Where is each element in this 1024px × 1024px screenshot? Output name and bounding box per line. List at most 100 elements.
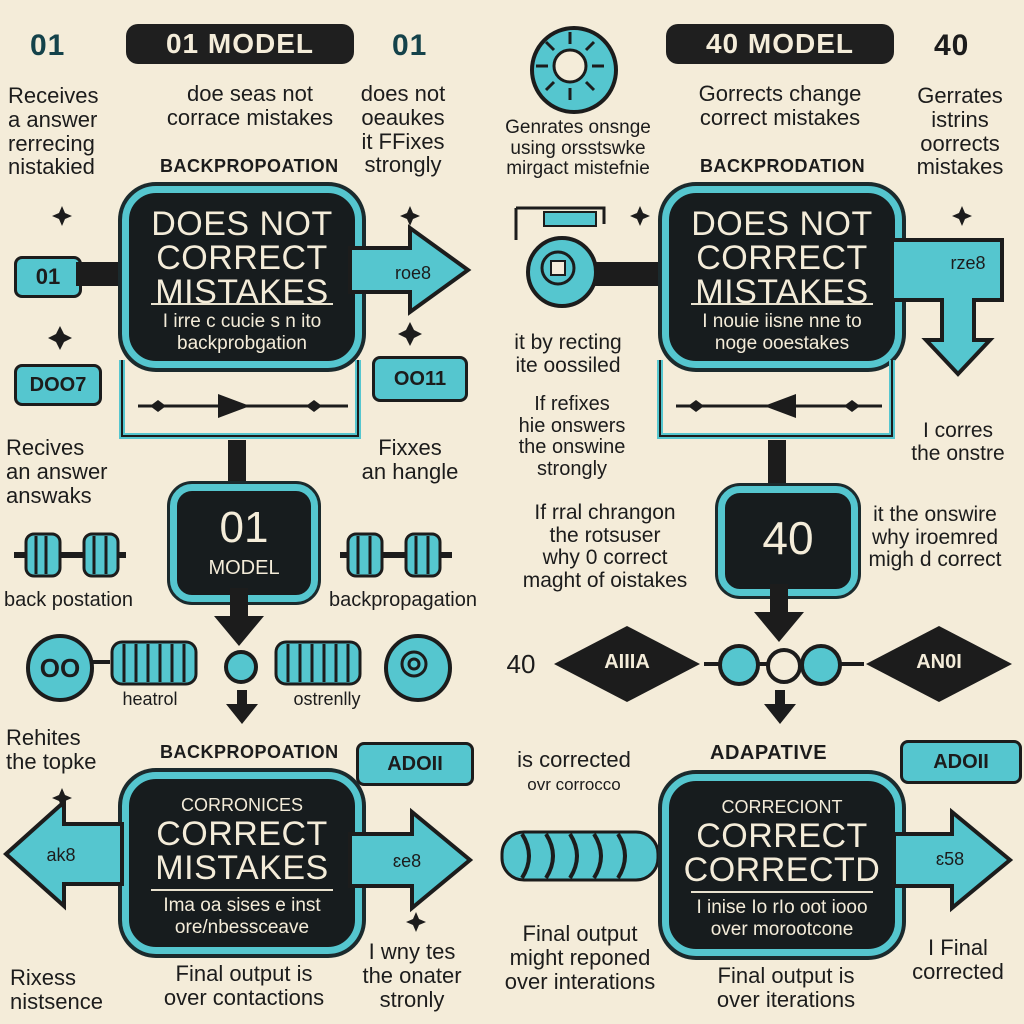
diamond-right (866, 626, 1012, 702)
box-subtext: I inise Io rIo oot iooo over morootcone (696, 897, 868, 940)
backprop-header-top: BACKPROPOATION (160, 156, 339, 176)
down-arrow-small-icon (764, 690, 796, 724)
label-4o: 40 (506, 649, 536, 679)
o1-label-right: 01 (392, 29, 428, 62)
note-back-postation: back postation (4, 589, 133, 611)
note-recives-answer: Recives an answer answaks (6, 435, 108, 508)
box-heading: CORRECT CORRECTD (683, 817, 881, 889)
coil-icon-mid-right (274, 640, 362, 686)
tag-doo7: DOO7 (14, 364, 102, 406)
divider (691, 891, 873, 893)
right-arrow-icon (348, 807, 474, 913)
divider (151, 303, 333, 305)
note-final-change: If rral chrangon the rotsuser why 0 corr… (522, 501, 688, 593)
down-arrow-icon (214, 588, 264, 646)
model-box-label: MODEL (208, 557, 280, 579)
4o-model-pill: 40 MODEL (666, 24, 894, 64)
box-subtext: I nouie iisne nne to noge ooestakes (702, 311, 862, 354)
box-heading: CORRECT MISTAKES (155, 815, 329, 887)
adaptive-header: ADAPATIVE (710, 742, 828, 764)
node-circle (800, 644, 842, 686)
note-final-over: Final output is over iterations (716, 963, 856, 1012)
down-arrow-shaft (228, 440, 246, 488)
backprop-header-bottom: BACKPROPOATION (160, 742, 339, 762)
note-corrected-small: ovr corrocco (527, 775, 621, 794)
sparkle-icon (48, 326, 72, 350)
coil-icon-left (14, 532, 126, 578)
correct-mistakes-box-left: CORRONICES CORRECT MISTAKES Ima oa sises… (122, 772, 362, 954)
tag-adoii-left: ADOII (356, 742, 474, 786)
model-box-number: 01 (219, 503, 269, 552)
arrow-label: roe8 (394, 263, 432, 283)
note-gerrates: Gerrates istrins oorrects mistakes (916, 83, 1004, 180)
dial-svg (536, 32, 604, 100)
diamond-left-label: AIIIA (604, 651, 650, 673)
backprop-header-right: BACKPRODATION (700, 156, 866, 176)
node-circle-light (766, 648, 802, 684)
note-fixxes: Fixxes an hangle (361, 435, 459, 484)
note-backpropagation: backpropagation (329, 589, 477, 611)
sparkle-icon (52, 206, 72, 226)
note-receives: Receives a answer rerrecing nistakied (8, 83, 99, 180)
note-final-might: Final output might reponed over interati… (504, 921, 656, 994)
oo-circle: OO (26, 634, 94, 702)
node-circle (718, 644, 760, 686)
diamond-left (554, 626, 700, 702)
right-arrow-icon (892, 807, 1014, 913)
right-arrow-icon (348, 224, 472, 316)
dial-glyph (540, 250, 576, 286)
arrow-label-left: ak8 (46, 845, 76, 865)
down-arrow-shaft-right (768, 440, 786, 486)
clock-dial-icon (530, 26, 618, 114)
note-final-output-left: Final output is over contactions (163, 961, 325, 1010)
note-itreeting: it by recting ite oossiled (514, 331, 622, 377)
tag-adoii-right: ADOII (900, 740, 1022, 784)
loop-glyph (400, 650, 428, 678)
down-arrow-small-icon (226, 690, 258, 724)
box-heading: DOES NOT CORRECT MISTAKES (151, 205, 333, 311)
tab-strip-icon (514, 206, 606, 240)
4o-model-box: 40 (718, 486, 858, 596)
sparkle-icon (630, 206, 650, 226)
note-itonswire: it the onswire why iroemred migh d corre… (868, 503, 1002, 572)
coil-icon-mid-left (110, 640, 198, 686)
note-does-not-top: doe seas not corrace mistakes (166, 81, 334, 130)
does-not-correct-box-left: DOES NOT CORRECT MISTAKES I irre c cucie… (122, 186, 362, 368)
box-heading-small: CORRECIONT (721, 797, 843, 817)
connector-bar-right (594, 262, 664, 286)
note-iwnytes: I wny tes the onater stronly (362, 939, 462, 1012)
feedback-loop-bracket (119, 360, 361, 439)
sparkle-icon (52, 788, 72, 808)
spring-coil-icon (500, 830, 660, 882)
box-heading-small: CORRONICES (180, 795, 303, 815)
sparkle-icon (400, 206, 420, 226)
note-rehites: Rehites the topke (6, 725, 97, 774)
note-gorrects: Gorrects change correct mistakes (698, 81, 862, 130)
note-ifrefixes: If refixes hie onswers the onswine stron… (518, 393, 626, 480)
diamond-right-label: AN0I (916, 651, 962, 673)
model-box-number: 40 (762, 512, 814, 564)
note-is-corrected: is corrected (517, 747, 631, 772)
down-arrow-icon (754, 584, 804, 642)
note-heatrol: heatrol (122, 689, 178, 709)
o1-model-box: 01 MODEL (170, 484, 318, 602)
o1-side-tag: 01 (14, 256, 82, 298)
coil-icon-right (340, 532, 452, 578)
arrow-label-right-col: rze8 (950, 253, 986, 273)
note-generates-small: Genrates onsnge using orsstswke mirgact … (505, 117, 651, 180)
dial-icon (526, 236, 598, 308)
correct-corrected-box-right: CORRECIONT CORRECT CORRECTD I inise Io r… (662, 774, 902, 956)
4o-label-right: 40 (934, 29, 970, 62)
divider (691, 303, 873, 305)
box-heading: DOES NOT CORRECT MISTAKES (691, 205, 873, 311)
sparkle-icon (406, 912, 426, 932)
bent-arrow-icon (890, 238, 1004, 377)
arrow-label-right: ɛe8 (392, 851, 422, 871)
node-dot (224, 650, 258, 684)
connector (90, 660, 110, 664)
loop-circle-icon (384, 634, 452, 702)
o1-model-pill: 01 MODEL (126, 24, 354, 64)
o1-label-left: 01 (30, 29, 66, 62)
note-ifinal: I Final corrected (912, 935, 1004, 984)
divider (151, 889, 333, 891)
